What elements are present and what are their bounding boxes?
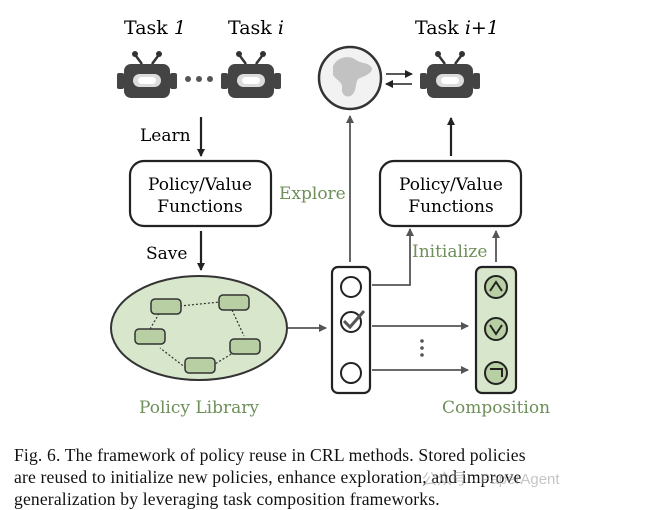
robot-icon (115, 49, 179, 100)
vertical-ellipsis (420, 339, 424, 357)
policy-right-line2: Functions (408, 197, 493, 217)
policy-value-box-right (378, 159, 523, 228)
policy-value-box-left (128, 159, 273, 228)
policy-left-line2: Functions (157, 197, 242, 217)
explore-label: Explore (279, 184, 346, 204)
policy-library-label: Policy Library (139, 398, 259, 418)
policy-right-line1: Policy/Value (399, 175, 503, 195)
policy-selector (330, 265, 372, 395)
figure-caption: Fig. 6. The framework of policy reuse in… (14, 444, 636, 510)
task-next-label: Task i+1 (415, 17, 499, 39)
task-i-label: Task i (228, 17, 284, 39)
caption-line-3: generalization by leveraging task compos… (14, 489, 440, 509)
initialize-label: Initialize (412, 242, 487, 262)
caption-line-1: Fig. 6. The framework of policy reuse in… (14, 445, 526, 465)
watermark: 公众号 · PaperAgent (422, 471, 560, 488)
robot-icon (418, 49, 482, 100)
composition-label: Composition (442, 398, 550, 418)
robot-icon (219, 49, 283, 100)
caption-line-2: are reused to initialize new policies, e… (14, 467, 522, 487)
ellipsis-dots (185, 76, 213, 82)
task-1-label: Task 1 (124, 17, 186, 39)
initialize-arrow (372, 228, 414, 286)
policy-library (110, 275, 288, 381)
composition-operators (474, 265, 518, 395)
policy-left-line1: Policy/Value (148, 175, 252, 195)
learn-label: Learn (140, 126, 191, 146)
save-label: Save (146, 244, 187, 264)
environment-globe-icon (317, 45, 383, 111)
